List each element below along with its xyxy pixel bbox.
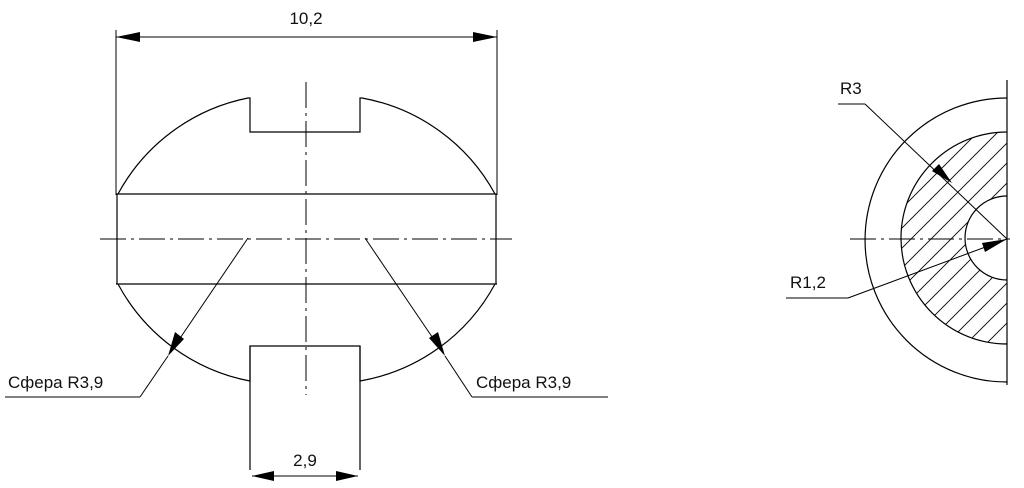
outer-radius-leader: R3 bbox=[838, 79, 1008, 240]
slot-width-dimension: 2,9 bbox=[252, 451, 358, 481]
outer-arc bbox=[864, 97, 1008, 383]
overall-width-dimension: 10,2 bbox=[116, 9, 497, 42]
sphere-leader-right: Сфера R3,9 bbox=[364, 237, 608, 398]
inner-radius-leader: R1,2 bbox=[786, 238, 1008, 299]
head-top-outline bbox=[117, 97, 496, 195]
front-view: 10,2 2,9 Сфера R3,9 bbox=[5, 9, 608, 481]
head-bottom-outline bbox=[117, 283, 496, 382]
sphere-label-right: Сфера R3,9 bbox=[476, 373, 571, 392]
inner-bore-arc bbox=[964, 195, 1008, 281]
section-view: R3 R1,2 bbox=[786, 79, 1010, 385]
section-hatching bbox=[901, 132, 1007, 344]
hatched-ring-outer bbox=[900, 131, 1008, 345]
sphere-label-left: Сфера R3,9 bbox=[8, 373, 103, 392]
sphere-leader-left: Сфера R3,9 bbox=[5, 237, 249, 398]
outer-radius-label: R3 bbox=[840, 79, 862, 98]
inner-radius-label: R1,2 bbox=[790, 273, 826, 292]
slot-width-label: 2,9 bbox=[293, 451, 317, 470]
overall-width-label: 10,2 bbox=[289, 9, 322, 28]
